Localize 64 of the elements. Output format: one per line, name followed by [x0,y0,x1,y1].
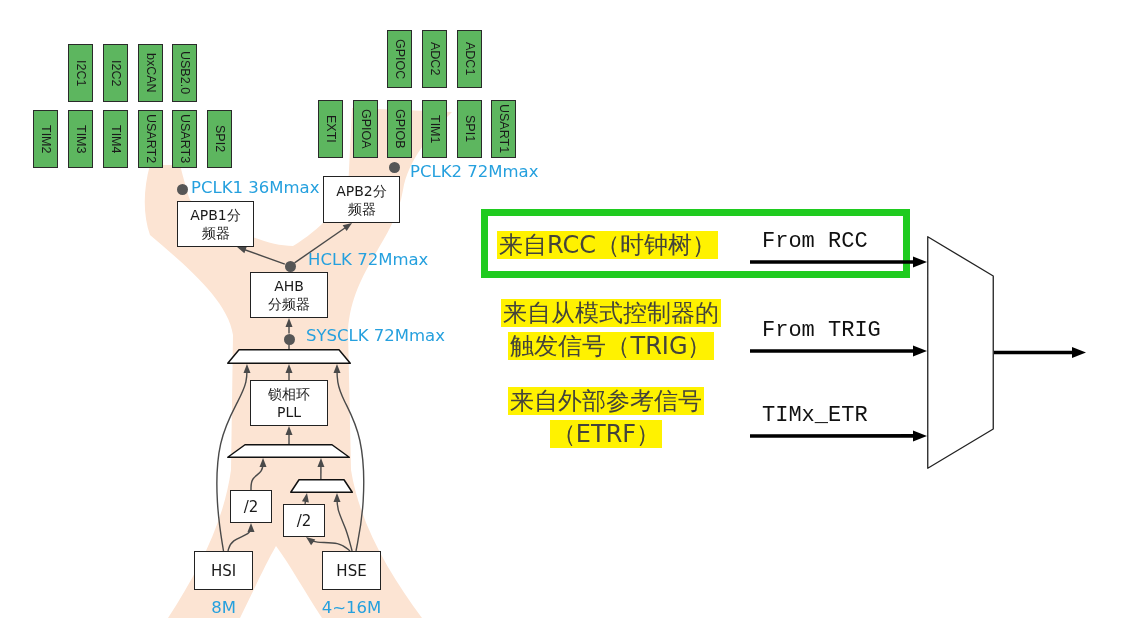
frequency-label: SYSCLK 72Mmax [306,326,445,346]
arrow [285,364,293,381]
frequency-label: PCLK2 72Mmax [410,162,539,182]
arrow [227,523,255,552]
arrow [750,345,927,357]
connector-line [288,343,290,350]
peripheral-module: EXTI [318,100,343,158]
arrow [285,426,293,445]
oscillator-block: HSI [194,551,253,590]
peripheral-module: USART3 [172,110,197,168]
peripheral-module: GPIOC [387,30,412,88]
arrow [250,458,267,491]
peripheral-module: SPI2 [207,110,232,168]
mux-symbol [927,236,994,469]
peripheral-module: USB2.0 [172,44,197,102]
frequency-label: HCLK 72Mmax [308,250,429,270]
peripheral-module: GPIOB [387,100,412,158]
arrow [237,246,286,265]
peripheral-module: ADC2 [422,30,447,88]
arrow [750,256,927,268]
junction-dot [284,260,296,272]
arrow [285,318,293,335]
arrow [333,493,353,552]
peripheral-module: USART1 [491,100,516,158]
junction-dot [176,183,188,195]
arrow [994,347,1086,358]
peripheral-module: TIM2 [33,110,58,168]
arrow [293,223,353,264]
peripheral-module: bxCAN [138,44,163,102]
peripheral-module: GPIOA [353,100,378,158]
peripheral-module: TIM4 [103,110,128,168]
arrow [306,537,351,552]
prescaler-block: APB2分频器 [323,176,400,223]
divider-block: /2 [283,504,325,537]
junction-dot [388,161,400,173]
peripheral-module: TIM1 [422,100,447,158]
frequency-label: 4~16M [321,598,382,618]
highlighted-text: 来自RCC（时钟树） [497,229,718,262]
frequency-label: 8M [211,598,236,618]
highlight-frame [481,209,910,278]
peripheral-module: I2C2 [103,44,128,102]
peripheral-module: USART2 [138,110,163,168]
arrow [317,458,325,480]
highlighted-text: 来自外部参考信号（ETRF） [506,385,706,451]
prescaler-block: AHB分频器 [250,272,328,318]
arrow [301,493,309,505]
pll-block: 锁相环PLL [250,380,328,426]
peripheral-module: I2C1 [68,44,93,102]
highlighted-text: 来自从模式控制器的触发信号（TRIG） [500,297,722,363]
prescaler-block: APB1分频器 [177,201,254,247]
oscillator-block: HSE [322,551,381,590]
arrow [216,364,251,552]
signal-label: From RCC [762,229,868,255]
peripheral-module: ADC1 [457,30,482,88]
arrow [333,364,365,552]
peripheral-module: SPI1 [457,100,482,158]
mux-symbol [227,349,351,364]
peripheral-module: TIM3 [68,110,93,168]
frequency-label: PCLK1 36Mmax [191,178,320,198]
divider-block: /2 [230,490,272,523]
junction-dot [283,333,295,345]
arrow [750,430,927,442]
signal-label: TIMx_ETR [762,403,868,429]
signal-label: From TRIG [762,318,881,344]
